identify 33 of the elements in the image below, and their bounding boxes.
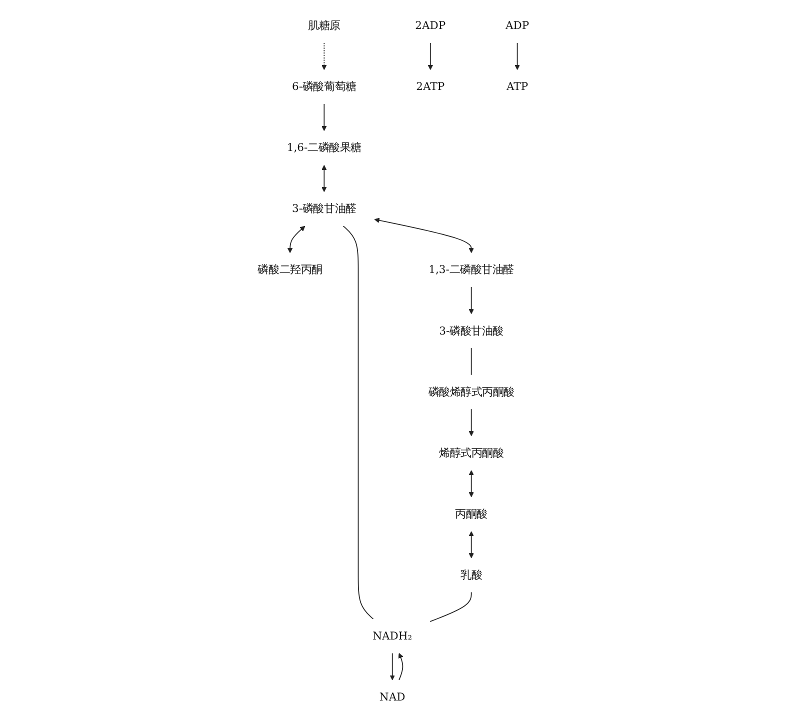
- node-text: NADH₂: [372, 629, 412, 642]
- connector: [430, 591, 472, 622]
- arrow: [398, 652, 404, 680]
- arrow: [322, 102, 327, 131]
- arrow: [374, 217, 474, 253]
- node-text: ATP: [506, 80, 528, 93]
- arrow: [468, 286, 474, 314]
- node-text: 1,6-二磷酸果糖: [286, 141, 362, 154]
- node-text: 3-磷酸甘油醛: [292, 202, 356, 215]
- connector: [342, 225, 374, 620]
- node-text: 磷酸烯醇式丙酮酸: [428, 385, 514, 398]
- node-text: 1,3-二磷酸甘油醛: [428, 263, 514, 276]
- arrow: [322, 164, 327, 192]
- node-text: 2ADP: [415, 19, 446, 32]
- connector: [470, 347, 472, 375]
- arrow: [468, 470, 474, 497]
- node-text: 2ATP: [416, 80, 445, 93]
- node-text: ADP: [506, 19, 530, 32]
- node-text: 磷酸二羟丙酮: [258, 263, 322, 276]
- arrow: [514, 42, 520, 70]
- arrow: [322, 42, 327, 70]
- node-text: 烯醇式丙酮酸: [439, 446, 504, 459]
- node-text: 6-磷酸葡萄糖: [292, 80, 356, 93]
- node-text: 3-磷酸甘油酸: [439, 324, 504, 337]
- node-text: 乳酸: [460, 568, 482, 581]
- arrow: [287, 225, 306, 253]
- arrow: [390, 652, 396, 680]
- arrow: [468, 408, 474, 436]
- node-text: 肌糖原: [308, 19, 340, 32]
- arrow: [468, 530, 474, 558]
- arrow: [428, 42, 434, 70]
- node-text: 丙酮酸: [455, 507, 488, 520]
- node-text: NAD: [380, 690, 406, 703]
